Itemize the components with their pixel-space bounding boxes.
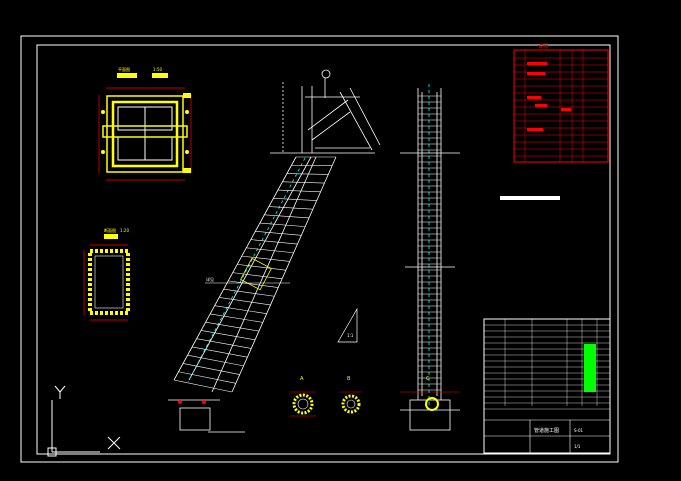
- svg-text:C: C: [426, 376, 430, 382]
- drawing-line: [259, 222, 306, 227]
- plan-title: 平面图: [118, 66, 130, 72]
- outer-sheet-border: [20, 35, 619, 463]
- drawing-line: [237, 264, 286, 271]
- ladder-rungs: [173, 156, 336, 393]
- drawing-line: [241, 255, 290, 262]
- drawing-line: [277, 189, 321, 193]
- drawing-line: [214, 305, 267, 314]
- drawing-line: [286, 173, 329, 175]
- detail-b: B: [340, 376, 362, 414]
- drawing-line: [173, 379, 233, 393]
- ladder-base: [168, 399, 245, 433]
- vertical-rungs: [418, 95, 441, 391]
- drawing-line: [192, 346, 248, 358]
- drawing-line: [219, 297, 271, 306]
- section-title: 断面图: [104, 227, 116, 233]
- drawing-line: [223, 288, 275, 297]
- slope-triangle: 1:1: [337, 307, 358, 343]
- detail-c: C: [400, 376, 460, 411]
- svg-text:B: B: [347, 376, 351, 382]
- drawing-line: [232, 272, 283, 280]
- inner-sheet-border: [36, 44, 611, 455]
- plan-title-tag: [117, 73, 137, 78]
- drawing-line: [273, 197, 317, 201]
- plan-view: [98, 73, 192, 181]
- drawing-line: [250, 239, 298, 245]
- drawing-line: [182, 363, 240, 375]
- title-drawing-name: 管道施工图: [534, 427, 559, 434]
- ladder-mid-detail: 详见: [205, 257, 290, 291]
- drawing-line: [187, 354, 244, 367]
- section-scale: 1:20: [120, 228, 129, 233]
- section-title-tag: [104, 234, 118, 239]
- inclined-elevation: [173, 69, 381, 393]
- plan-scale-tag: [152, 73, 168, 78]
- drawing-line: [255, 231, 302, 236]
- drawing-line: [201, 330, 256, 341]
- title-drawing-no: S-01: [574, 428, 584, 433]
- title-sheet: 1/1: [574, 444, 581, 449]
- ucs-icon: [47, 385, 121, 457]
- svg-text:说明: 说明: [538, 43, 548, 50]
- drawing-line: [228, 280, 279, 288]
- section-view: [83, 234, 130, 321]
- drawing-line: [268, 206, 313, 210]
- detail-a: A: [290, 376, 316, 417]
- svg-text:A: A: [300, 376, 304, 382]
- drawing-line: [178, 371, 236, 384]
- drawing-line: [246, 247, 294, 254]
- mid-callout: 详见: [206, 276, 214, 282]
- general-note: [500, 196, 560, 200]
- material-table: 说明: [513, 43, 609, 163]
- vertical-elevation: [400, 84, 460, 431]
- drawing-line: [196, 338, 252, 349]
- drawing-line: [282, 181, 325, 184]
- title-block: 管道施工图 S-01 1/1: [483, 318, 611, 454]
- drawing-line: [264, 214, 310, 219]
- plan-scale: 1:50: [153, 67, 162, 72]
- drawing-line: [205, 321, 260, 332]
- svg-text:1:1: 1:1: [347, 333, 354, 338]
- drawing-line: [210, 313, 263, 323]
